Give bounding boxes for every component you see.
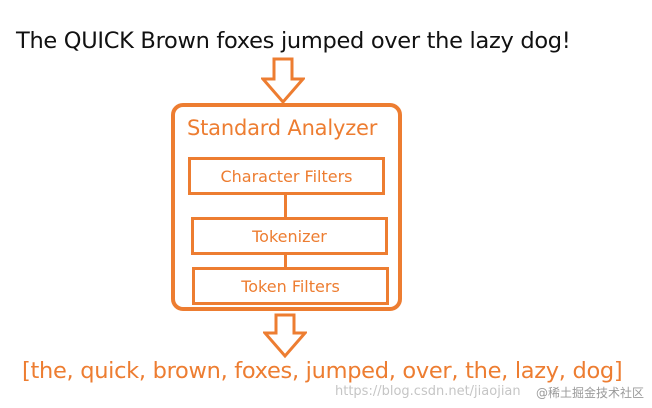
stage-label: Token Filters xyxy=(241,276,340,296)
connector-line xyxy=(284,255,287,267)
connector-line xyxy=(284,195,287,217)
down-arrow-icon-output xyxy=(263,313,307,359)
url-watermark: https://blog.csdn.net/jiaojian xyxy=(335,384,521,399)
down-arrow-icon-input xyxy=(261,57,305,105)
stage-tokenizer: Tokenizer xyxy=(191,217,388,255)
stage-label: Tokenizer xyxy=(252,226,327,246)
standard-analyzer-box xyxy=(171,103,402,311)
output-tokens: [the, quick, brown, foxes, jumped, over,… xyxy=(22,358,623,384)
stage-label: Character Filters xyxy=(220,166,353,186)
analyzer-title: Standard Analyzer xyxy=(187,116,378,140)
stage-token-filters: Token Filters xyxy=(192,267,389,305)
source-credit: @稀土掘金技术社区 xyxy=(535,386,644,400)
stage-character-filters: Character Filters xyxy=(188,157,385,195)
input-sentence: The QUICK Brown foxes jumped over the la… xyxy=(16,28,571,54)
